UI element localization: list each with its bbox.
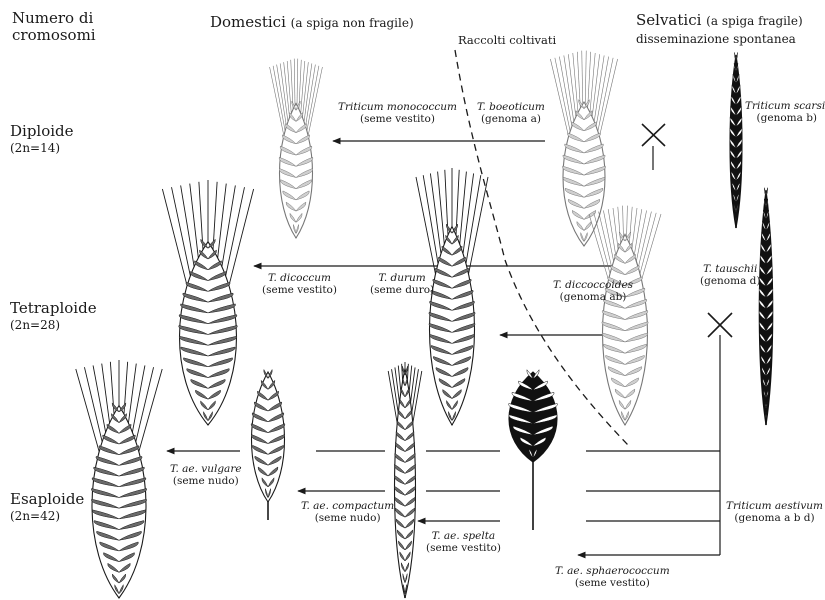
ploidy-tetraploid-count: (2n=28) [10,319,97,333]
header-domestic-title: Domestici [210,13,286,31]
header-domestic-note: (a spiga non fragile) [291,16,414,30]
label-vulgare: T. ae. vulgare (seme nudo) [170,463,242,487]
ploidy-diploid-label: Diploide [10,122,74,140]
ploidy-tetraploid: Tetraploide (2n=28) [10,300,97,333]
header-wild-note: (a spiga fragile) [706,14,802,28]
monococcum-name: Triticum monococcum [338,101,457,113]
label-dicoccum: T. dicoccum (seme vestito) [262,272,337,296]
label-compactum: T. ae. compactum (seme nudo) [301,500,394,524]
scarsii-name: Triticum scarsii [745,100,825,112]
label-durum: T. durum (seme duro) [370,272,434,296]
aestivum-name: Triticum aestivum [726,500,823,512]
compactum-note: (seme nudo) [315,512,381,524]
scarsii-note: (genoma b) [757,112,818,124]
ploidy-diploid-count: (2n=14) [10,142,74,156]
label-aestivum: Triticum aestivum (genoma a b d) [726,500,823,524]
spike-spelta [388,362,422,598]
spike-sphaerococcum [509,370,558,530]
ploidy-hexaploid: Esaploide (2n=42) [10,491,84,524]
boeoticum-note: (genoma a) [481,113,541,125]
spike-dicoccum [162,180,253,425]
dicoccum-name: T. dicoccum [268,272,331,284]
ploidy-hexaploid-label: Esaploide [10,490,84,508]
spike-compactum [251,370,285,521]
spike-tauschii [759,188,773,425]
spike-scarsii [730,52,742,228]
dicoccum-note: (seme vestito) [262,284,337,296]
sphaerococcum-name: T. ae. sphaerococcum [555,565,670,577]
spike-vulgare [76,360,162,598]
label-tauschii: T. tauschii (genoma d) [700,263,761,287]
vulgare-note: (seme nudo) [173,475,239,487]
spike-dicoccoides [589,206,661,425]
durum-name: T. durum [378,272,425,284]
cross-icon [642,124,732,337]
aestivum-note: (genoma a b d) [734,512,814,524]
header-domestic: Domestici (a spiga non fragile) [210,14,414,31]
ploidy-hexaploid-count: (2n=42) [10,510,84,524]
tauschii-name: T. tauschii [703,263,757,275]
spike-monococcum [270,59,323,238]
ploidy-diploid: Diploide (2n=14) [10,123,74,156]
ploidy-tetraploid-label: Tetraploide [10,299,97,317]
label-spelta: T. ae. spelta (seme vestito) [426,530,501,554]
header-wild-subtitle: disseminazione spontanea [636,33,796,47]
durum-note: (seme duro) [370,284,434,296]
dicoccoides-name: T. diccoccoides [553,279,633,291]
header-chromosome-count: Numero di cromosomi [12,10,96,45]
spelta-note: (seme vestito) [426,542,501,554]
label-scarsii: Triticum scarsii (genoma b) [745,100,825,124]
sphaerococcum-note: (seme vestito) [575,577,650,589]
label-sphaerococcum: T. ae. sphaerococcum (seme vestito) [555,565,670,589]
dicoccoides-note: (genoma ab) [560,291,627,303]
header-wild-title: Selvatici [636,11,701,29]
header-harvested: Raccolti coltivati [458,34,556,47]
vulgare-name: T. ae. vulgare [170,463,242,475]
tauschii-note: (genoma d) [700,275,761,287]
boeoticum-name: T. boeoticum [477,101,545,113]
monococcum-note: (seme vestito) [360,113,435,125]
compactum-name: T. ae. compactum [301,500,394,512]
label-dicoccoides: T. diccoccoides (genoma ab) [553,279,633,303]
spike-durum [416,168,488,425]
spike-boeoticum [550,51,617,246]
label-boeoticum: T. boeoticum (genoma a) [477,101,545,125]
spelta-name: T. ae. spelta [432,530,495,542]
header-wild: Selvatici (a spiga fragile) [636,12,803,29]
label-monococcum: Triticum monococcum (seme vestito) [338,101,457,125]
